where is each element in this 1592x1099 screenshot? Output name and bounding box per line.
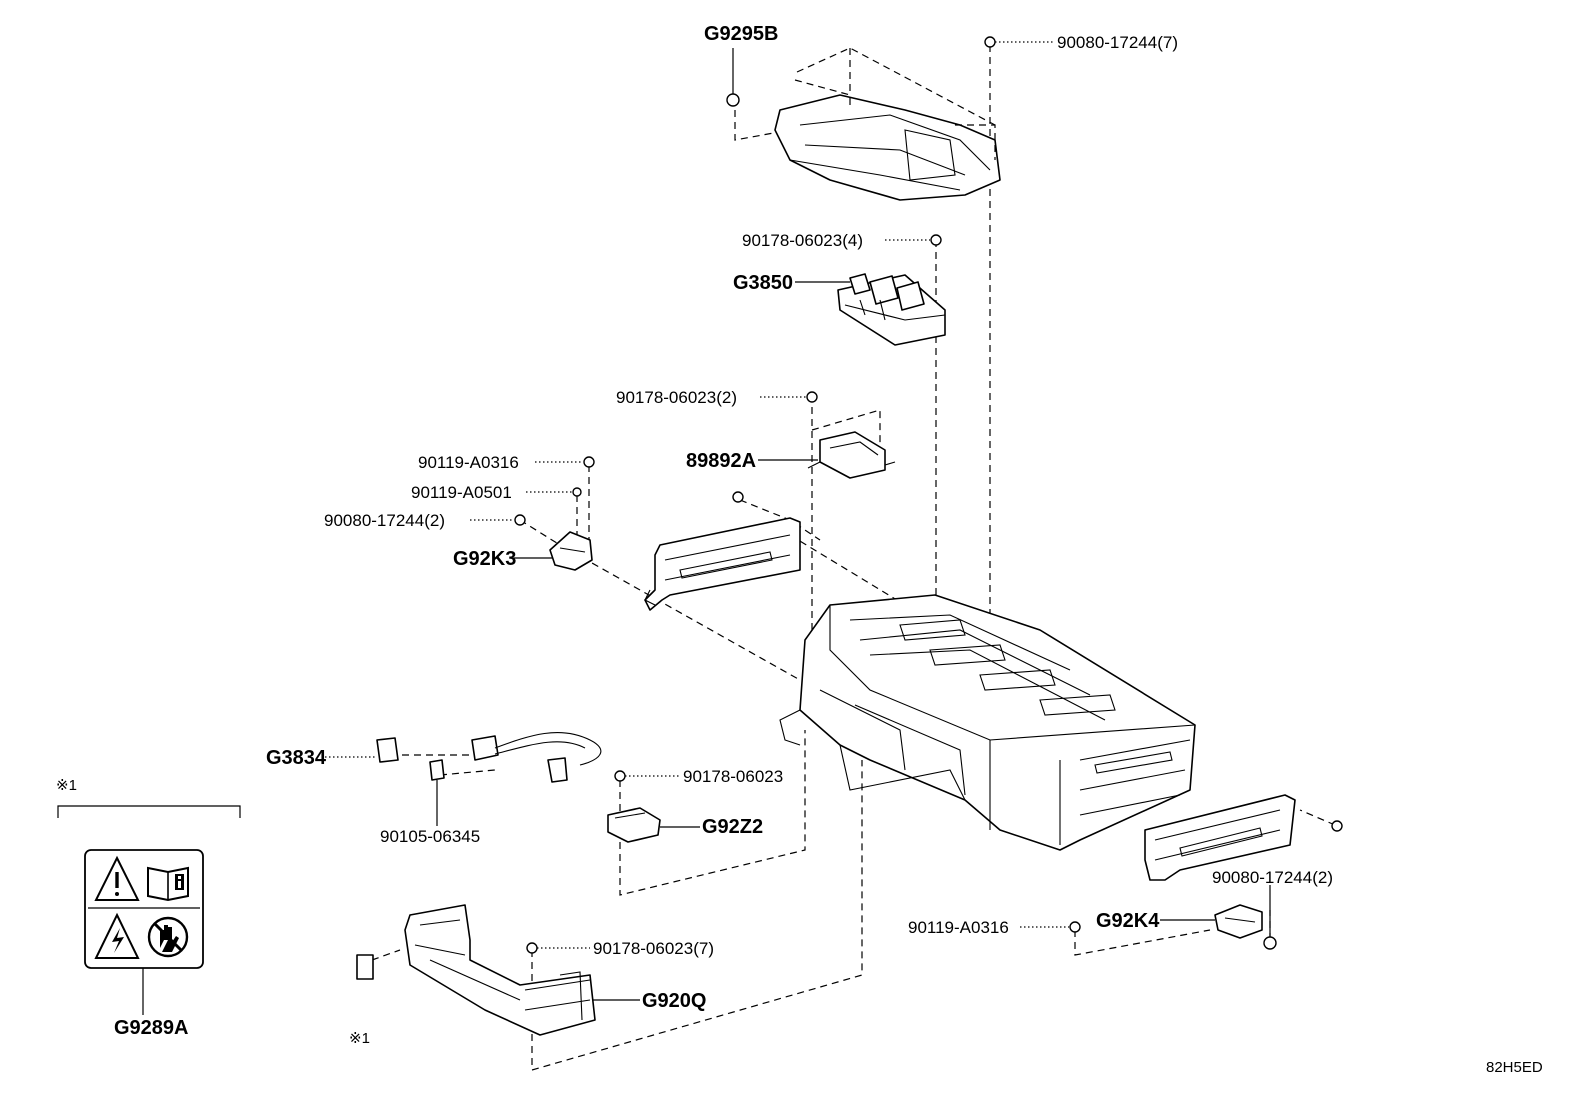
- caution-label-sticker: [356, 954, 374, 980]
- note-mark-part: ※1: [349, 1030, 370, 1047]
- nut-90178-06023-2: [806, 391, 818, 403]
- label-90080-17244-7: 90080-17244(7): [1057, 33, 1178, 52]
- bolt-90119-a0316-bottom: [1069, 921, 1081, 933]
- ecu-part: [807, 431, 896, 479]
- label-89892a: 89892A: [686, 450, 756, 472]
- connector-g92z2-part: [607, 807, 661, 843]
- manual-book-icon: [147, 866, 189, 902]
- label-g92k3: G92K3: [453, 548, 516, 570]
- label-g9295b: G9295B: [704, 23, 779, 45]
- bracket-g92k4-part: [1214, 904, 1263, 939]
- bracket-g92k3-part: [549, 531, 593, 571]
- top-cover-part: [774, 79, 1001, 201]
- diagram-code: 82H5ED: [1486, 1059, 1543, 1076]
- nut-90080-17244-7: [984, 36, 996, 48]
- label-90119-a0316-top: 90119-A0316: [418, 453, 519, 472]
- clip-g9295b: [726, 93, 740, 107]
- label-90178-06023-4: 90178-06023(4): [742, 231, 863, 250]
- lower-bracket-part: [404, 904, 596, 1036]
- bolt-90119-a0501: [572, 487, 582, 497]
- nut-90178-06023: [614, 770, 626, 782]
- label-90178-06023-2: 90178-06023(2): [616, 388, 737, 407]
- label-90119-a0501: 90119-A0501: [411, 483, 512, 502]
- label-g920q: G920Q: [642, 990, 706, 1012]
- junction-block-part: [837, 273, 946, 346]
- warning-exclamation-icon: [94, 855, 140, 901]
- no-touch-icon: [147, 916, 189, 958]
- upper-bracket-part: [644, 517, 801, 611]
- part-labels: G9295B 90080-17244(7) 90178-06023(4) G38…: [56, 23, 1543, 1076]
- label-g92k4: G92K4: [1096, 910, 1160, 932]
- label-g9289a: G9289A: [114, 1017, 189, 1039]
- nut-90080-17244-2-left: [514, 514, 526, 526]
- label-90178-06023: 90178-06023: [683, 767, 783, 786]
- label-90105-06345: 90105-06345: [380, 827, 480, 846]
- fasteners: [514, 36, 1343, 954]
- label-90080-17244-2-right: 90080-17244(2): [1212, 868, 1333, 887]
- label-g3834: G3834: [266, 747, 327, 769]
- wire-harness-part: [376, 731, 602, 783]
- high-voltage-icon: [94, 912, 140, 959]
- label-90080-17244-2-left: 90080-17244(2): [324, 511, 445, 530]
- label-g92z2: G92Z2: [702, 816, 763, 838]
- nut-90178-06023-7: [526, 942, 538, 954]
- label-90178-06023-7: 90178-06023(7): [593, 939, 714, 958]
- leader-lines: [142, 41, 1271, 1015]
- nut-extra-upper: [732, 491, 744, 503]
- battery-pack-part: [779, 594, 1196, 851]
- label-g3850: G3850: [733, 272, 793, 294]
- note-mark-label: ※1: [56, 777, 77, 794]
- label-90119-a0316-bottom: 90119-A0316: [908, 918, 1009, 937]
- bolt-90119-a0316-top: [583, 456, 595, 468]
- nut-90178-06023-4: [930, 234, 942, 246]
- right-bracket-part: [1144, 794, 1296, 881]
- warning-label-group: [57, 805, 241, 969]
- nut-right-side: [1331, 820, 1343, 832]
- nut-90080-17244-2-right: [1263, 936, 1277, 950]
